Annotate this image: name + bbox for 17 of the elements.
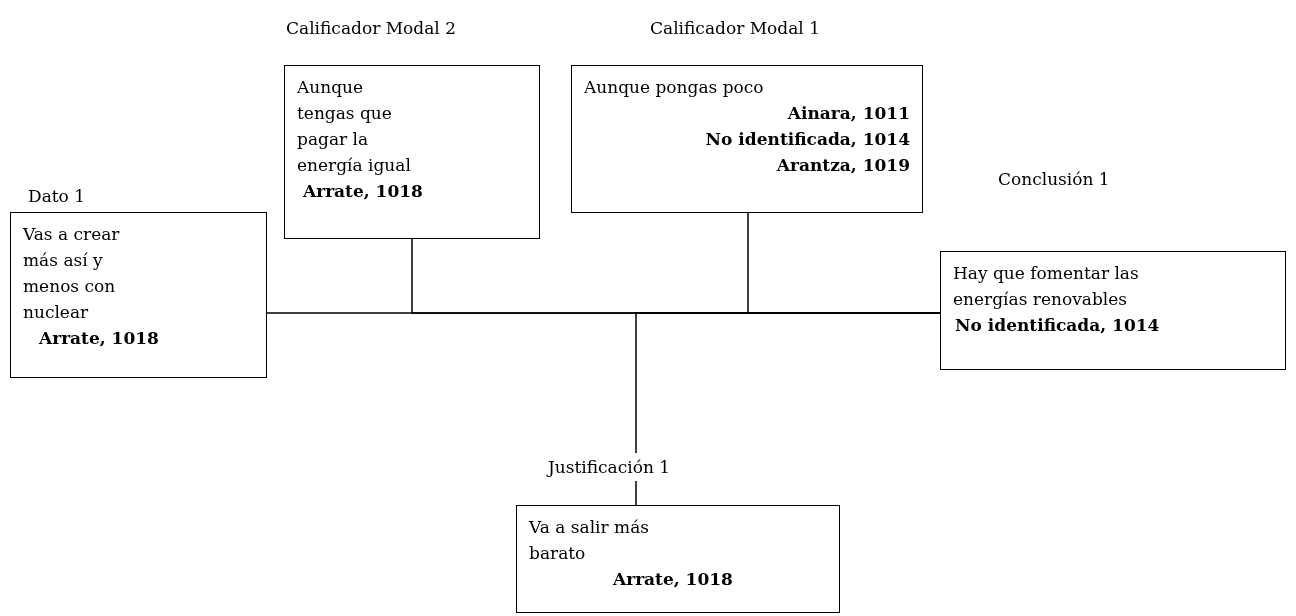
attribution-text: Ainara, 1011	[786, 102, 910, 125]
node-heading: Justificación 1	[548, 456, 671, 478]
attribution-text: Arrate, 1018	[38, 327, 160, 350]
node-heading: Calificador Modal 2	[286, 17, 456, 39]
statement-text: Aunque pongas poco	[584, 76, 765, 99]
attribution-text: Arrate, 1018	[302, 180, 424, 203]
attribution-text: No identificada, 1014	[954, 314, 1161, 337]
statement-text: Va a salir más barato	[529, 516, 651, 565]
node-heading: Dato 1	[28, 185, 86, 207]
node-heading: Calificador Modal 1	[650, 17, 820, 39]
attribution-text: Arrate, 1018	[612, 568, 734, 591]
statement-text: Hay que fomentar las energías renovables	[953, 262, 1140, 311]
attribution-text: Arantza, 1019	[775, 154, 910, 177]
statement-text: Aunque tengas que pagar la energía igual	[297, 76, 412, 177]
attribution-text: No identificada, 1014	[704, 128, 910, 151]
node-heading: Conclusión 1	[998, 168, 1110, 190]
statement-text: Vas a crear más así y menos con nuclear	[23, 223, 121, 324]
